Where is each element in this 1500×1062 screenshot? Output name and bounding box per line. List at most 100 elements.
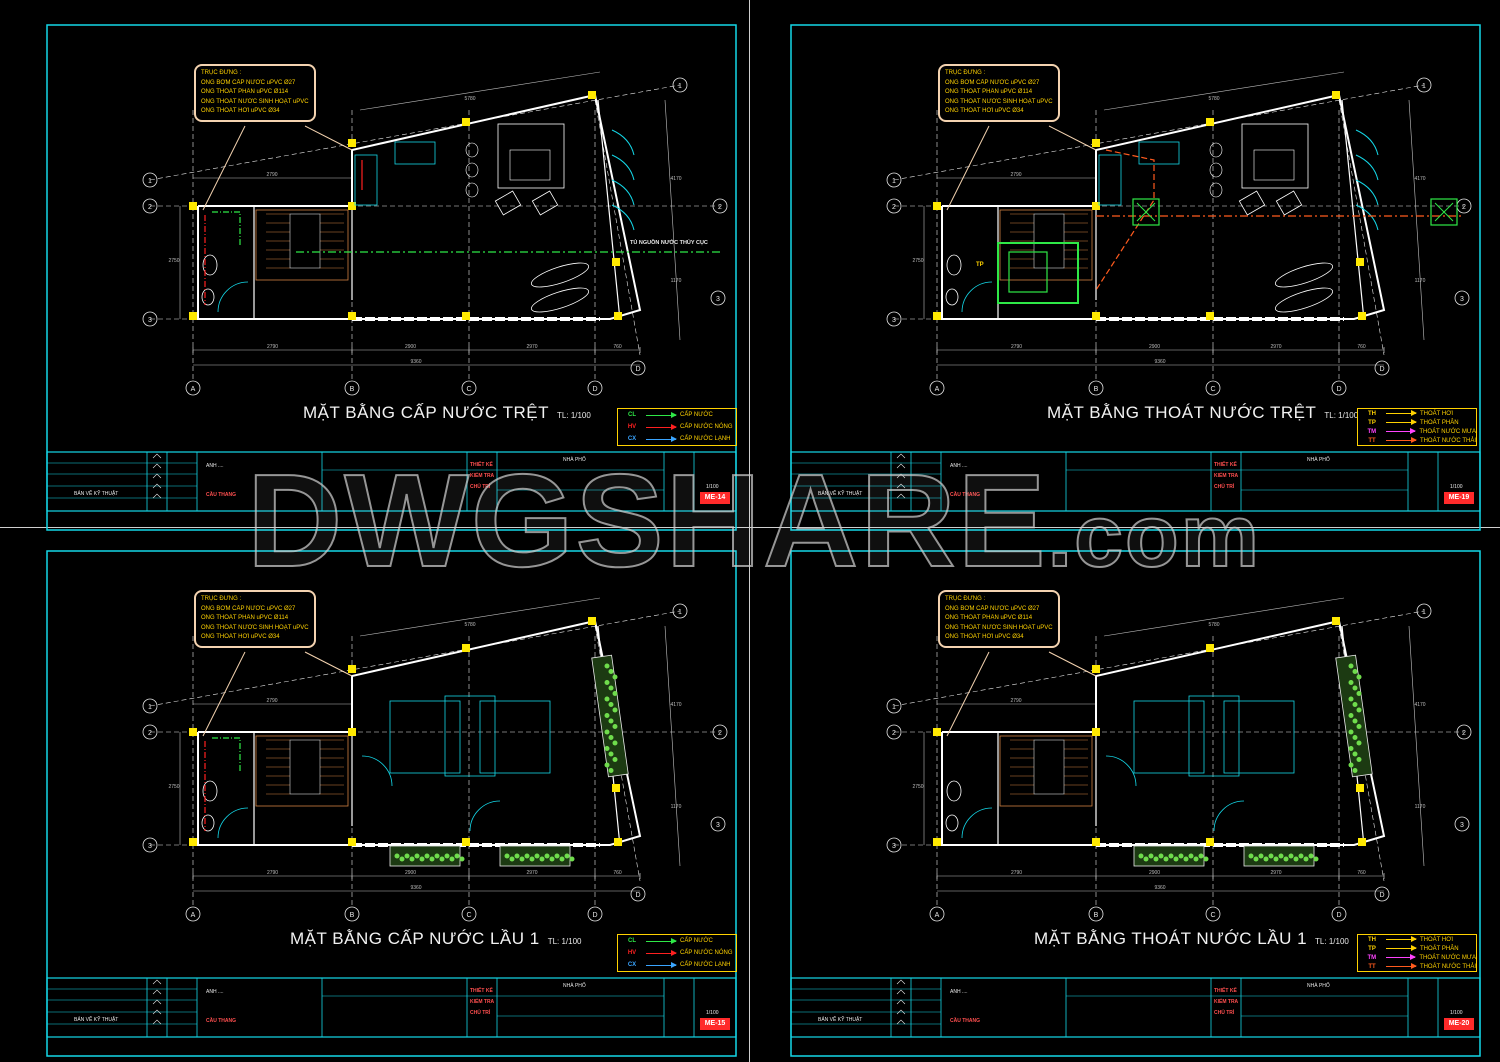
leader-line [202, 125, 246, 211]
dimension-text: 2970 [1270, 344, 1281, 350]
riser-note-line: ỐNG THOÁT HƠI uPVC Ø34 [945, 634, 1024, 640]
plant [524, 853, 530, 859]
plant [1352, 751, 1358, 757]
structural-column [348, 202, 356, 210]
sheet-number: ME-20 [1444, 1018, 1474, 1030]
plant [1352, 685, 1358, 691]
dimension-text: 2970 [1270, 870, 1281, 876]
folding-door-leaf [611, 154, 635, 181]
dimension-text: 2970 [526, 344, 537, 350]
axis-label: 3 [716, 296, 720, 303]
titleblock-owner: ANH .... [206, 989, 224, 995]
structural-column [348, 665, 356, 673]
dimension-text: 2790 [266, 698, 277, 704]
plant [1288, 853, 1294, 859]
titleblock-role: KIỂM TRA [470, 473, 495, 479]
structural-column [462, 118, 470, 126]
revision-mark-icon [896, 999, 906, 1005]
axis-bubble [1205, 906, 1221, 922]
legend-code: TM [1367, 954, 1377, 961]
septic-tank-chamber [1008, 251, 1048, 293]
axis-bubble [142, 837, 158, 853]
riser-note-line: TRỤC ĐỨNG : [945, 596, 986, 602]
structural-column [1356, 784, 1364, 792]
structural-column [588, 91, 596, 99]
axis-label: C [466, 386, 471, 393]
axis-bubble [587, 906, 603, 922]
titleblock-owner: ANH .... [950, 989, 968, 995]
legend-line-icon [646, 949, 677, 956]
dimension-text: 760 [1357, 344, 1366, 350]
axis-label: D [1379, 366, 1384, 373]
plant [608, 751, 614, 757]
sheet-divider-vertical [749, 0, 750, 1062]
titleblock-role: CHỦ TRÌ [470, 484, 491, 490]
axis-label: 1 [1422, 609, 1426, 616]
plant [1352, 768, 1358, 773]
axis-bubble [1374, 360, 1390, 376]
titleblock-stair: CẦU THANG [206, 492, 236, 498]
plant [1356, 707, 1362, 713]
bed [479, 700, 551, 774]
legend-label: CẤP NƯỚC LẠNH [680, 436, 731, 442]
axis-bubble [142, 698, 158, 714]
grid-axis-line [149, 610, 681, 707]
manhole-cross [1136, 202, 1156, 222]
plant [454, 853, 460, 859]
legend-label: THOÁT NƯỚC THẢI [1419, 437, 1476, 444]
plant [1356, 757, 1362, 762]
axis-label: B [350, 386, 355, 393]
dimension-text: 2750 [168, 784, 179, 790]
leader-line [1048, 125, 1097, 151]
axis-label: C [1210, 912, 1215, 919]
dining-table [1241, 123, 1309, 189]
axis-bubble [344, 906, 360, 922]
plant [1258, 853, 1264, 859]
structural-column [189, 838, 197, 846]
legend-line-icon [1385, 437, 1417, 443]
plant [1153, 856, 1159, 862]
titleblock-role: CHỦ TRÌ [1214, 484, 1235, 490]
structural-column [1332, 91, 1340, 99]
dimension-line [359, 71, 601, 111]
dimension-text: 1170 [1415, 804, 1426, 810]
axis-bubble [185, 380, 201, 396]
axis-bubble [1454, 290, 1470, 306]
structural-column [1206, 644, 1214, 652]
axis-bubble [142, 198, 158, 214]
legend-line-icon [646, 961, 677, 968]
cold-water-pipe [212, 737, 241, 771]
axis-label: D [592, 386, 597, 393]
structural-column [348, 838, 356, 846]
axis-label: D [1379, 892, 1384, 899]
dimension-text: 2900 [405, 870, 416, 876]
axis-bubble [461, 906, 477, 922]
legend-label: THOÁT NƯỚC THẢI [1419, 963, 1476, 970]
titleblock-role: KIỂM TRA [470, 999, 495, 1005]
legend-label: THOÁT NƯỚC MƯA [1419, 954, 1476, 961]
plant [1188, 853, 1194, 859]
axis-label: 3 [1460, 296, 1464, 303]
toilet-fixture [202, 780, 218, 802]
riser-note-line: TRỤC ĐỨNG : [945, 70, 986, 76]
titleblock-scale: 1/100 [1450, 1010, 1463, 1016]
leader-line [304, 125, 353, 151]
plant [1348, 696, 1354, 702]
structural-column [933, 838, 941, 846]
titleblock-stair: CẦU THANG [950, 492, 980, 498]
plant [1263, 856, 1269, 862]
plant [409, 856, 415, 862]
structural-column [614, 838, 622, 846]
